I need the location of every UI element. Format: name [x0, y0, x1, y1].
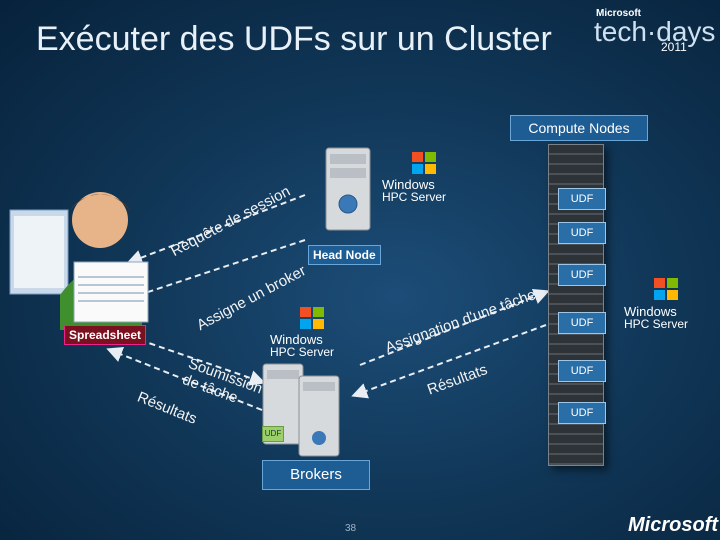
hpc-server-text: HPC Server	[382, 190, 447, 204]
arrow-assign-broker	[126, 239, 306, 302]
spreadsheet-label: Spreadsheet	[64, 325, 147, 345]
arrow-request-session	[126, 194, 306, 266]
udf-chip: UDF	[558, 264, 606, 286]
hpc-logo-brokers: Windows HPC Server	[270, 333, 350, 358]
arrow-assign-task	[359, 288, 550, 366]
hpc-windows-text: Windows	[270, 332, 323, 347]
compute-nodes-label: Compute Nodes	[510, 115, 648, 141]
udf-chip: UDF	[558, 402, 606, 424]
hpc-server-text: HPC Server	[624, 317, 689, 331]
broker-servers-icon	[262, 363, 340, 457]
arrow-results-right	[351, 324, 547, 399]
slide-title: Exécuter des UDFs sur un Cluster	[36, 20, 552, 58]
hpc-server-text: HPC Server	[270, 345, 335, 359]
user-with-spreadsheet-icon	[9, 192, 149, 330]
udf-chip: UDF	[558, 188, 606, 210]
techdays-logo: Microsoft tech·days 2011	[566, 4, 715, 54]
udf-chip: UDF	[558, 312, 606, 334]
udf-chip: UDF	[558, 360, 606, 382]
arrow-results-left	[106, 346, 263, 411]
broker-udf-chip: UDF	[262, 426, 284, 442]
hpc-logo-compute: Windows HPC Server	[624, 305, 704, 330]
hpc-logo-head: Windows HPC Server	[382, 178, 462, 203]
windows-flag-icon	[300, 307, 324, 329]
windows-flag-icon	[412, 152, 436, 174]
head-node-label: Head Node	[308, 245, 381, 265]
windows-flag-icon	[654, 278, 678, 300]
brokers-label: Brokers	[262, 460, 370, 490]
brand-year: 2011	[661, 40, 687, 54]
hpc-windows-text: Windows	[624, 304, 677, 319]
brand-microsoft: Microsoft	[596, 8, 641, 19]
brand-event: tech·days	[594, 16, 716, 47]
udf-chip: UDF	[558, 222, 606, 244]
arrow-submit-task	[139, 339, 266, 386]
head-node-server-icon	[325, 147, 371, 231]
hpc-windows-text: Windows	[382, 177, 435, 192]
page-number: 38	[345, 523, 357, 534]
microsoft-logo: Microsoft	[628, 514, 718, 536]
